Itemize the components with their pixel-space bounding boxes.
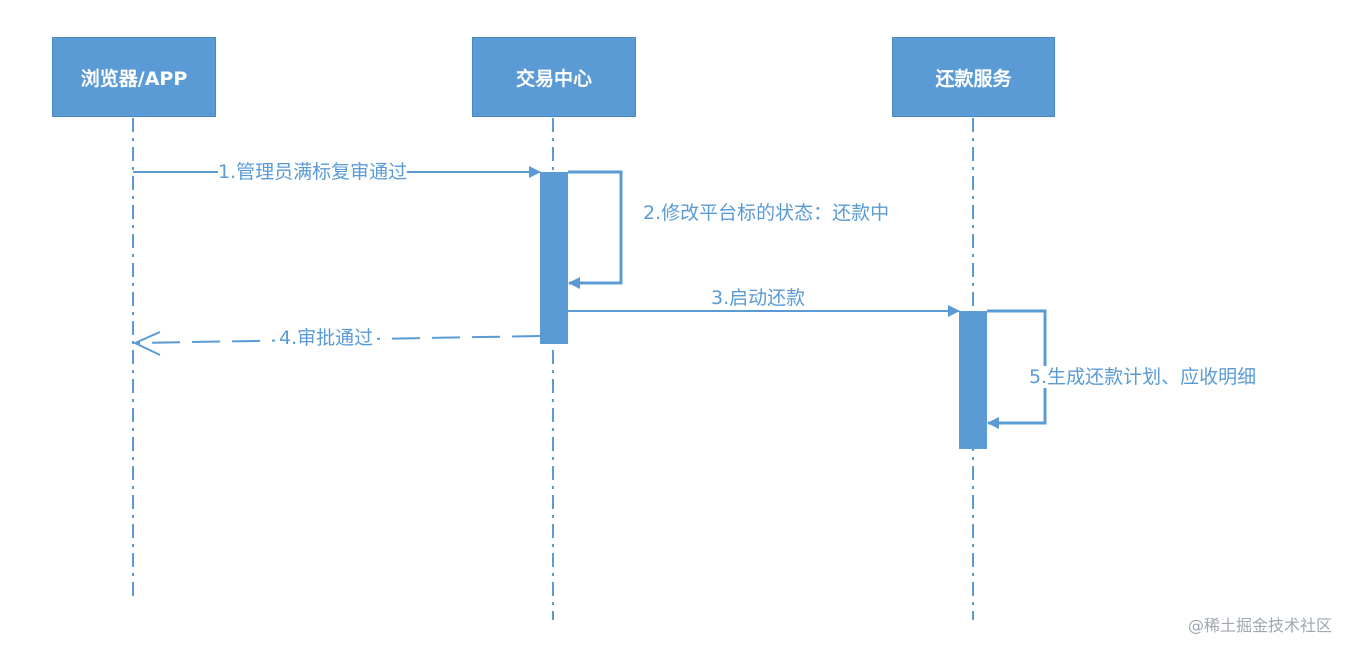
message-3-label: 3.启动还款: [711, 287, 806, 309]
activation-bar-trade: [540, 172, 568, 344]
actor-trade-box: 交易中心: [472, 37, 636, 117]
watermark-text: @稀土掘金技术社区: [1188, 616, 1333, 635]
activation-bar-repay: [959, 311, 987, 449]
actor-repay-label: 还款服务: [935, 67, 1012, 90]
message-2-label: 2.修改平台标的状态：还款中: [643, 202, 890, 224]
actor-browser-label: 浏览器/APP: [80, 67, 188, 90]
actor-trade-label: 交易中心: [515, 67, 592, 90]
message-4-arrowhead: [132, 331, 161, 356]
message-4-label: 4.审批通过: [275, 327, 378, 349]
actor-repay-box: 还款服务: [892, 37, 1055, 117]
message-5-label: 5.生成还款计划、应收明细: [1029, 366, 1257, 388]
message-1-label: 1.管理员满标复审通过: [218, 161, 408, 183]
actor-browser-box: 浏览器/APP: [52, 37, 216, 117]
message-2-line: [568, 170, 623, 289]
